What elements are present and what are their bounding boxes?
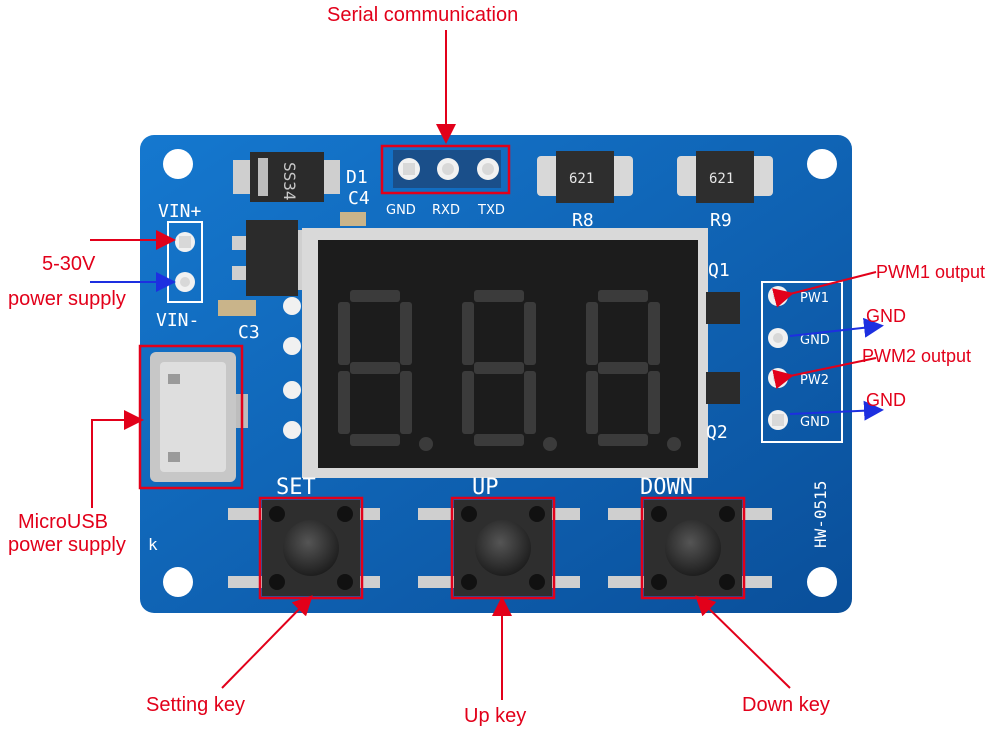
label-gnd-1: GND [866,306,906,326]
silk-gnd-b: GND [800,415,830,430]
down-highlight-box [640,496,746,600]
seven-segment-display [302,228,708,478]
mounting-hole [807,149,837,179]
display-segment [598,362,648,374]
display-segment [338,302,350,365]
silk-c3: C3 [238,322,260,343]
up-button[interactable] [418,500,580,596]
label-serial-communication: Serial communication [327,4,519,26]
display-segment [350,434,400,446]
display-segment [648,302,660,365]
arrow-pwm1 [772,271,877,308]
display-segment [524,302,536,365]
display-segment [598,434,648,446]
display-decimal-point [667,437,681,451]
display-decimal-point [419,437,433,451]
transistor-q2 [706,372,740,404]
silk-gnd-a: GND [800,333,830,348]
label-power-supply: power supply [8,288,126,310]
label-pwm2-output: PWM2 output [862,346,972,366]
silk-q2: Q2 [706,422,728,443]
resistor-r8: 621 [537,151,633,203]
mounting-hole [163,567,193,597]
mounting-hole [163,149,193,179]
r8-marking: 621 [569,171,594,187]
silk-up: UP [472,475,499,500]
arrow-pwm2 [772,357,877,390]
display-segment [350,362,400,374]
display-segment [524,371,536,434]
label-setting-key: Setting key [146,694,245,716]
display-segment [586,371,598,434]
label-gnd-2: GND [866,390,906,410]
display-segment [474,362,524,374]
diode-d1: SS34 [233,152,340,202]
silk-pw1: PW1 [800,291,829,306]
arrow-usb [91,410,144,508]
capacitor-c3 [218,300,256,316]
display-segment [338,371,350,434]
label-microusb-supply: power supply [8,534,126,556]
r9-marking: 621 [709,171,734,187]
silk-vin-minus: VIN- [156,310,199,331]
display-segment [462,371,474,434]
silk-q1: Q1 [708,260,730,281]
display-segment [462,302,474,365]
label-down-key: Down key [742,694,830,716]
silk-set: SET [276,475,316,500]
capacitor-c4 [340,212,366,226]
silk-r9: R9 [710,210,732,231]
diode-marking: SS34 [280,162,299,201]
micro-usb-port [150,352,248,482]
arrow-down [695,595,791,689]
serial-highlight-box [380,144,511,195]
silk-d1: D1 [346,167,368,188]
silk-rxd: RXD [432,203,460,218]
label-up-key: Up key [464,705,527,727]
display-decimal-point [543,437,557,451]
display-segment [400,302,412,365]
silk-board-id: HW-0515 [811,481,830,548]
silk-r8: R8 [572,210,594,231]
serial-header [393,150,501,188]
silk-txd: TXD [477,203,505,218]
set-button[interactable] [228,500,380,596]
silk-vin-plus: VIN+ [158,201,202,222]
arrow-gnd2 [789,400,884,421]
vin-header [167,221,203,303]
display-segment [648,371,660,434]
transistor-q1 [706,292,740,324]
silk-k-mark: k [148,535,158,554]
mounting-hole [807,567,837,597]
label-supply-voltage: 5-30V [42,253,96,275]
display-segment [350,290,400,302]
display-segment [598,290,648,302]
silk-gnd: GND [386,203,416,218]
silk-down: DOWN [640,475,693,500]
silk-pw2: PW2 [800,373,829,388]
silk-c4: C4 [348,188,370,209]
arrow-gnd1 [789,317,884,338]
label-pwm1-output: PWM1 output [876,262,986,282]
display-segment [474,434,524,446]
display-segment [586,302,598,365]
resistor-r9: 621 [677,151,773,203]
display-segment [474,290,524,302]
label-microusb: MicroUSB [18,511,109,533]
arrow-setting [221,595,313,689]
down-button[interactable] [608,500,772,596]
display-segment [400,371,412,434]
